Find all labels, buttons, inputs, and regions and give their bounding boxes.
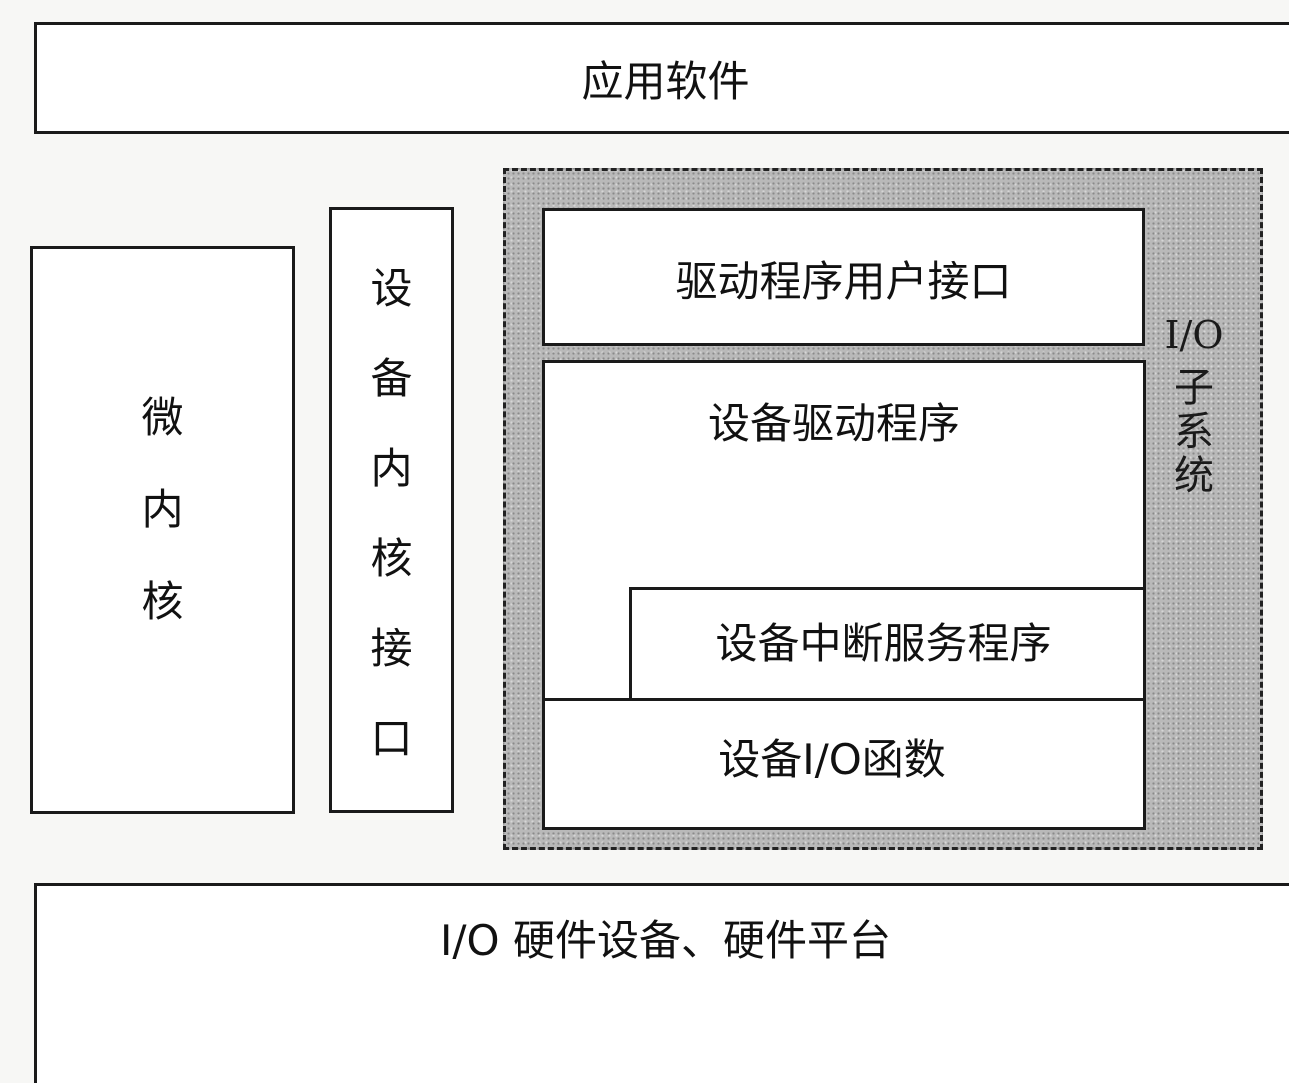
microkernel-char: 内 — [141, 485, 184, 534]
device-io-functions-box: 设备I/O函数 — [542, 698, 1146, 830]
application-software-layer: 应用软件 — [34, 22, 1289, 134]
io-subsystem-label-char: 系 — [1174, 409, 1214, 455]
driver-user-interface-label: 驱动程序用户接口 — [675, 257, 1012, 306]
device-kernel-interface-label: 设 备 内 核 接 口 — [332, 268, 451, 808]
device-isr-label: 设备中断服务程序 — [715, 619, 1052, 668]
kernel-interface-char: 口 — [370, 714, 413, 763]
kernel-interface-char: 内 — [370, 444, 413, 493]
microkernel-char: 核 — [141, 577, 184, 626]
hardware-label: I/O 硬件设备、硬件平台 — [440, 916, 891, 965]
kernel-interface-char: 设 — [370, 264, 413, 313]
kernel-interface-char: 备 — [370, 354, 413, 403]
driver-user-interface-box: 驱动程序用户接口 — [542, 208, 1145, 346]
io-subsystem-label-io: I/O — [1164, 313, 1224, 357]
microkernel-char: 微 — [141, 393, 184, 442]
microkernel-label: 微 内 核 — [33, 397, 292, 673]
device-io-functions-label: 设备I/O函数 — [718, 735, 946, 784]
hardware-layer: I/O 硬件设备、硬件平台 — [34, 883, 1289, 1083]
io-subsystem-label-char: 子 — [1174, 365, 1214, 411]
device-kernel-interface-box: 设 备 内 核 接 口 — [329, 207, 454, 813]
kernel-interface-char: 接 — [370, 624, 413, 673]
device-isr-box: 设备中断服务程序 — [629, 587, 1146, 702]
io-subsystem-label: I/O 子 系 统 — [1154, 316, 1234, 500]
application-software-label: 应用软件 — [581, 57, 750, 106]
microkernel-box: 微 内 核 — [30, 246, 295, 814]
io-subsystem-label-char: 统 — [1174, 453, 1214, 499]
device-driver-label: 设备驱动程序 — [707, 399, 960, 448]
kernel-interface-char: 核 — [370, 534, 413, 583]
